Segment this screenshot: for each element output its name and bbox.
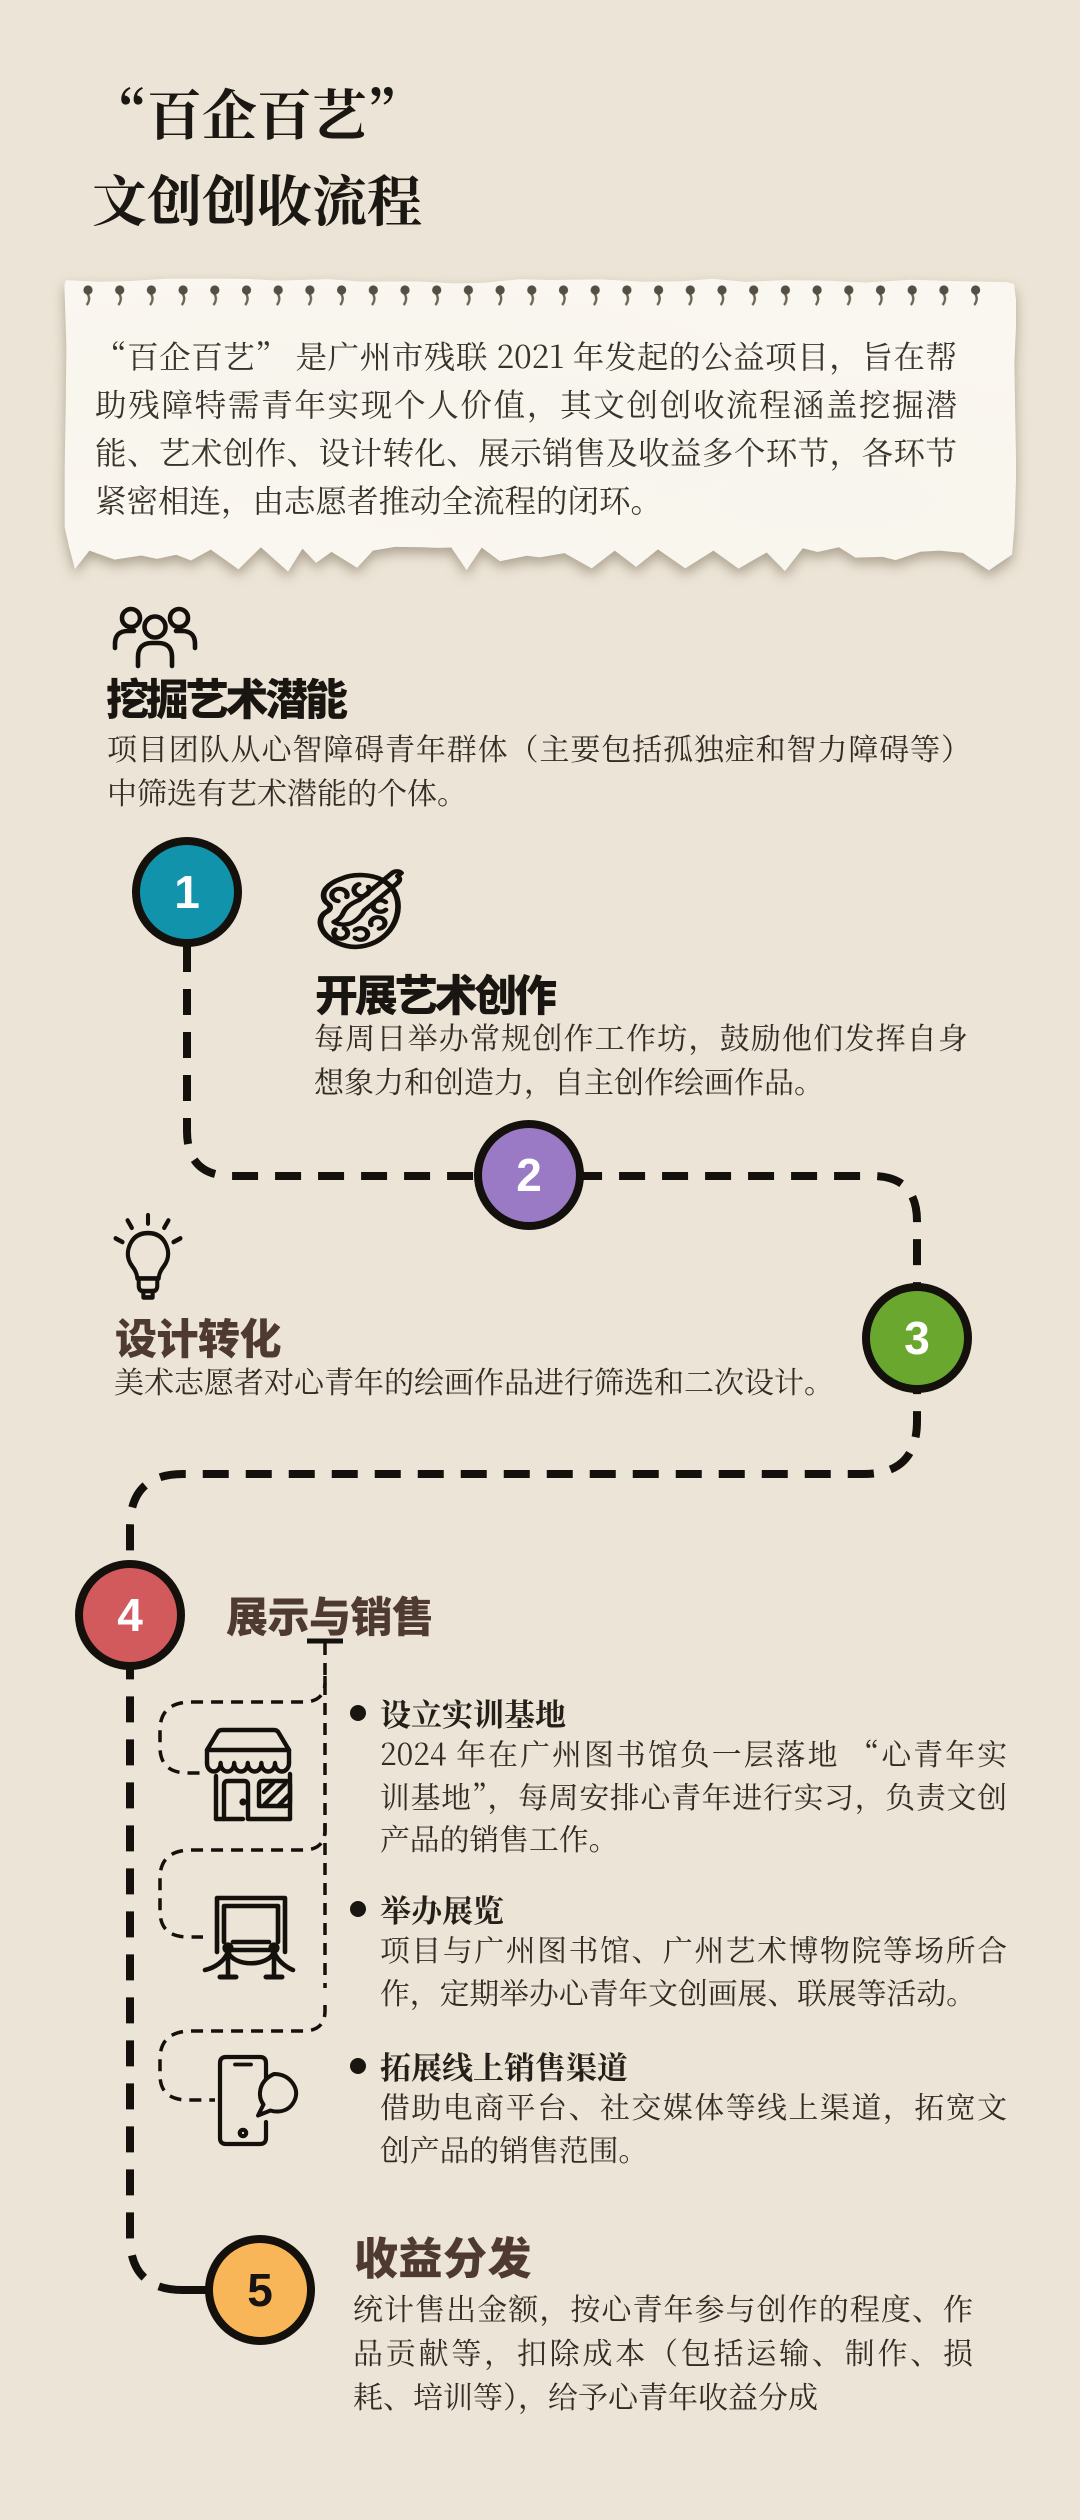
step4-item-3-body: 借助电商平台、社交媒体等线上渠道，拓宽文创产品的销售范围。 [380,2084,1007,2170]
step2-circle: 2 [474,1120,584,1230]
step3-number: 3 [904,1312,930,1364]
step4-item-2: 举办展览 项目与广州图书馆、广州艺术博物院等场所合作，定期举办心青年文创画展、联… [350,1891,1007,2013]
step1-body: 每周日举办常规创作工作坊，鼓励他们发挥自身想象力和创造力，自主创作绘画作品。 [314,1014,968,1102]
step4-item-1-body: 2024 年在广州图书馆负一层落地 “心青年实训基地”，每周安排心青年进行实习，… [380,1731,1007,1860]
torn-paper: “百企百艺” 是广州市残联 2021 年发起的公益项目，旨在帮助残障特需青年实现… [64,278,1016,572]
step3-heading: 设计转化 [115,1306,282,1367]
bullet-icon [350,1705,366,1721]
perforation-holes-icon [80,281,1000,313]
text-line: 创产品的销售范围。 [380,2126,649,2170]
exhibition-icon [202,1895,296,1980]
step4-item-2-body: 项目与广州图书馆、广州艺术博物院等场所合作，定期举办心青年文创画展、联展等活动。 [380,1927,1007,2013]
hook-3 [158,2005,327,2102]
text-line: 紧密相连，由志愿者推动全流程的闭环。 [95,477,663,522]
text-line: 能、艺术创作、设计转化、展示销售及收益多个环节，各环节 [95,429,957,474]
text-line: 借助电商平台、社交媒体等线上渠道，拓宽文 [380,2084,1007,2127]
step4-circle: 4 [75,1560,185,1670]
step3-circle: 3 [862,1283,972,1393]
lightbulb-icon [113,1212,183,1300]
discover-heading: 挖掘艺术潜能 [106,666,348,728]
step4-number: 4 [117,1589,143,1641]
title-line-2: 文创创收流程 [92,158,423,237]
step1-number: 1 [174,866,200,918]
text-line: 想象力和创造力，自主创作绘画作品。 [314,1058,824,1102]
step4-item-1: 设立实训基地 2024 年在广州图书馆负一层落地 “心青年实训基地”，每周安排心… [350,1695,1007,1860]
text-line: 训基地”，每周安排心青年进行实习，负责文创 [380,1773,1007,1817]
text-line: 每周日举办常规创作工作坊，鼓励他们发挥自身 [314,1014,968,1058]
step1-heading: 开展艺术创作 [315,962,557,1024]
intro-paragraph: “百企百艺” 是广州市残联 2021 年发起的公益项目，旨在帮助残障特需青年实现… [95,332,957,524]
palette-icon [317,869,404,950]
text-line: 项目与广州图书馆、广州艺术博物院等场所合 [380,1927,1007,1970]
step4-item-2-heading: 举办展览 [350,1891,1007,1927]
step2-number: 2 [516,1149,542,1201]
people-group-icon [112,606,198,669]
step4-item-3: 拓展线上销售渠道 借助电商平台、社交媒体等线上渠道，拓宽文创产品的销售范围。 [350,2048,1007,2170]
hook-1 [158,1676,327,1775]
step4-item-3-heading: 拓展线上销售渠道 [350,2048,1007,2084]
text-line: “百企百艺” 是广州市残联 2021 年发起的公益项目，旨在帮 [95,333,957,378]
page-title: “百企百艺” 文创创收流程 [92,69,422,241]
hook-2 [158,1824,327,1939]
title-line-1: “百企百艺” [92,72,423,151]
discover-body: 项目团队从心智障碍青年群体（主要包括孤独症和智力障碍等）中筛选有艺术潜能的个体。 [107,725,971,813]
intro-note: “百企百艺” 是广州市残联 2021 年发起的公益项目，旨在帮助残障特需青年实现… [64,277,1016,573]
bullet-icon [350,2058,366,2074]
text-line: 项目团队从心智障碍青年群体（主要包括孤独症和智力障碍等） [107,725,971,769]
bullet-icon [350,1901,366,1917]
text-line: 统计售出金额，按心青年参与创作的程度、作 [353,2285,973,2329]
step4-item-1-heading: 设立实训基地 [350,1695,1007,1731]
step4-heading: 展示与销售 [226,1584,434,1645]
step5-circle: 5 [205,2235,315,2345]
step5-heading: 收益分发 [354,2223,532,2287]
step5-number: 5 [247,2264,273,2316]
storefront-icon [204,1727,293,1822]
phone-chat-icon [217,2054,299,2147]
text-line: 耗、培训等），给予心青年收益分成 [353,2373,818,2417]
step1-circle: 1 [132,837,242,947]
step5-body: 统计售出金额，按心青年参与创作的程度、作品贡献等，扣除成本（包括运输、制作、损耗… [353,2285,973,2417]
text-line: 产品的销售工作。 [380,1816,619,1859]
text-line: 中筛选有艺术潜能的个体。 [107,769,467,813]
text-line: 助残障特需青年实现个人价值，其文创创收流程涵盖挖掘潜 [95,381,957,426]
text-line: 品贡献等，扣除成本（包括运输、制作、损 [353,2329,973,2373]
text-line: 作，定期举办心青年文创画展、联展等活动。 [380,1969,976,2013]
step3-body: 美术志愿者对心青年的绘画作品进行筛选和二次设计。 [114,1358,834,1402]
text-line: 2024 年在广州图书馆负一层落地 “心青年实 [380,1731,1007,1774]
